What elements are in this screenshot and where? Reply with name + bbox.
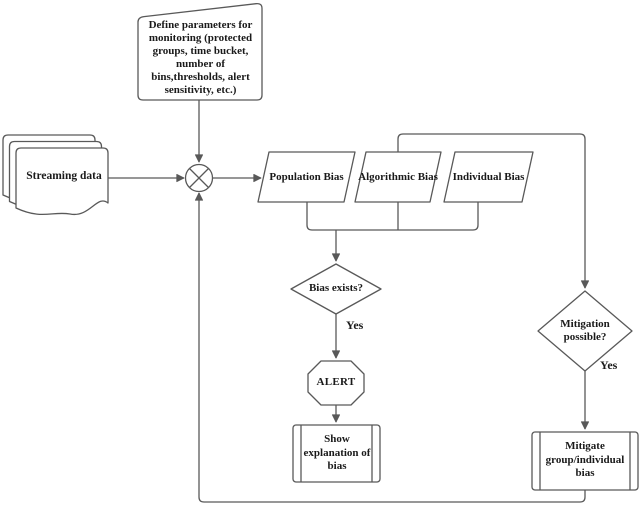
individual-bias-shape — [443, 151, 534, 203]
algorithmic-bias-label: Algorithmic Bias — [358, 171, 438, 183]
edge-bias-bus — [306, 202, 479, 231]
population-bias-label: Population Bias — [269, 171, 344, 183]
mitigation-possible-label: Mitigation possible? — [560, 317, 610, 344]
mitigation-possible-shape — [537, 290, 633, 372]
edge-top-to-mitigation — [397, 133, 590, 289]
algorithmic-bias-shape — [354, 151, 442, 203]
define-parameters-label: Define parameters for monitoring (protec… — [148, 18, 253, 96]
show-explanation-label: Show explanation of bias — [303, 433, 371, 473]
bias-exists-label: Bias exists? — [308, 282, 364, 294]
mitigate-bias-shape — [531, 431, 639, 491]
show-explanation-shape — [292, 424, 381, 483]
mitigate-bias-label: Mitigate group/individual bias — [545, 440, 625, 480]
bias-exists-shape — [290, 263, 382, 315]
merge-junction-shape — [184, 163, 214, 193]
edge-mitigate-loop-to-junction — [194, 192, 586, 503]
streaming-data-label: Streaming data — [26, 169, 102, 182]
alert-label: ALERT — [316, 376, 356, 388]
define-parameters-shape — [137, 2, 263, 101]
population-bias-shape — [257, 151, 356, 203]
mitigation-possible-yes-label: Yes — [600, 358, 618, 372]
alert-shape — [307, 360, 365, 406]
bias-exists-yes-label: Yes — [346, 318, 364, 332]
individual-bias-label: Individual Bias — [452, 171, 525, 183]
streaming-data-shape — [2, 134, 109, 216]
